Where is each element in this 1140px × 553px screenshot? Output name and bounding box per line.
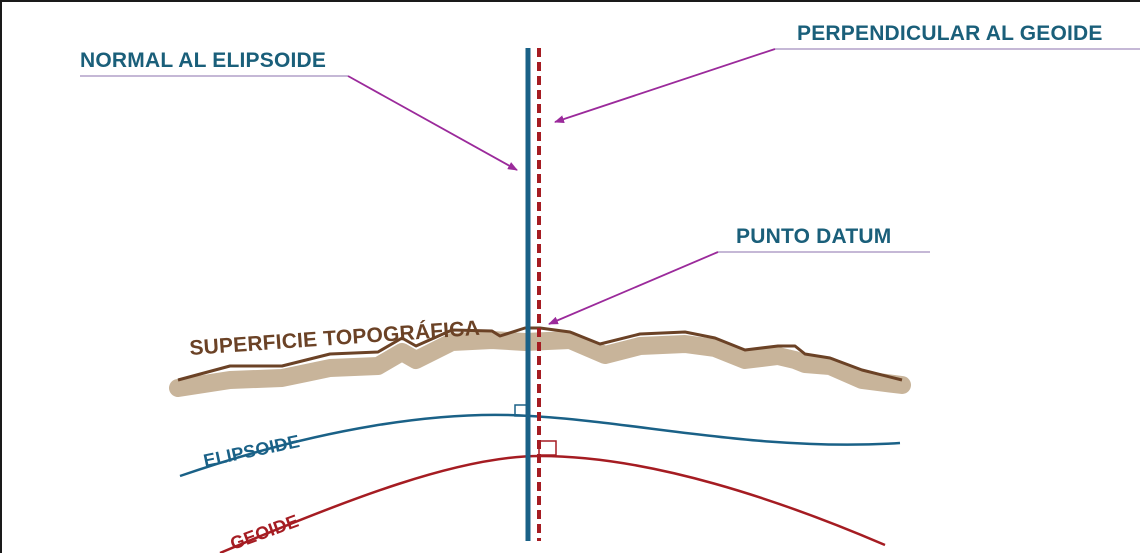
topographic-surface-shadow <box>169 331 911 397</box>
normal-elipsoide-leader <box>347 75 518 171</box>
topographic-surface-line <box>177 326 903 382</box>
punto-datum-label: PUNTO DATUM <box>736 225 891 248</box>
punto-datum-leader <box>548 251 719 325</box>
geoid-right-angle-marker <box>538 440 557 456</box>
geoid-curve <box>219 454 886 553</box>
elipsoide-label: ELIPSOIDE <box>202 431 302 471</box>
geoide-label: GEOIDE <box>228 511 302 553</box>
normal-elipsoide-label: NORMAL AL ELIPSOIDE <box>80 49 326 72</box>
perpendicular-geoide-label: PERPENDICULAR AL GEOIDE <box>797 22 1103 45</box>
perpendicular-geoide-leader <box>554 48 776 123</box>
